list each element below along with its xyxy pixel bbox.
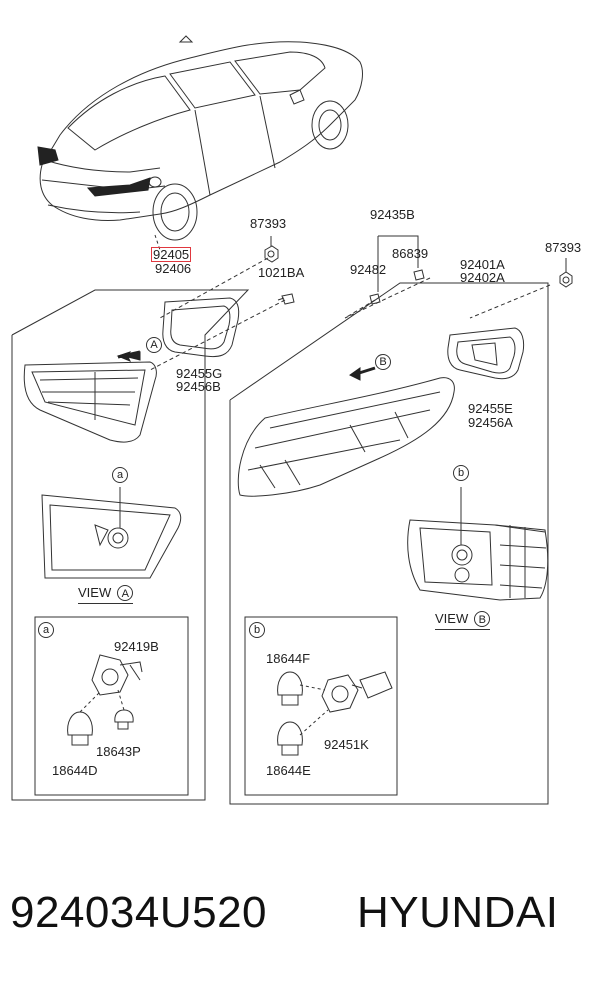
view-a-letter: A	[117, 585, 134, 601]
label-92455g: 92455G	[176, 366, 223, 381]
view-b-word: VIEW	[435, 611, 469, 626]
clip-86839	[413, 269, 425, 281]
callout-box-b: b	[249, 622, 265, 638]
label-92405-highlighted: 92405	[151, 247, 192, 262]
callout-b-upper: B	[375, 354, 391, 370]
label-92456a: 92456A	[468, 415, 513, 430]
callout-a-upper: A	[146, 337, 162, 353]
gasket-92455e	[447, 327, 525, 380]
outer-lamp-drawing	[237, 377, 455, 497]
label-92456b: 92456B	[176, 379, 221, 394]
inner-lamp-drawing	[23, 361, 157, 443]
label-92402a: 92402A	[460, 270, 505, 285]
car-outline-drawing	[39, 35, 363, 241]
label-1021ba: 1021BA	[258, 265, 305, 280]
footer-brand: HYUNDAI	[357, 888, 559, 937]
callout-small-b: b	[453, 465, 469, 481]
gasket-92455g	[162, 297, 240, 358]
label-92451k: 92451K	[324, 737, 369, 752]
label-18643p: 18643P	[96, 744, 141, 759]
sub-box-a	[34, 616, 189, 796]
nut-87393-right	[559, 258, 573, 288]
view-b-underline	[435, 629, 491, 630]
label-18644f: 18644F	[266, 651, 311, 666]
nut-87393-left	[264, 236, 279, 263]
car-tail-lamp-left	[37, 146, 59, 166]
inner-lamp-back-drawing	[41, 487, 182, 579]
callout-small-a: a	[112, 467, 128, 483]
label-92406: 92406	[155, 261, 192, 276]
bulb-socket-b-drawing	[277, 671, 393, 756]
outer-lamp-back-drawing	[407, 487, 549, 601]
label-86839: 86839	[392, 246, 429, 261]
screw-92482	[369, 293, 381, 305]
label-87393-left: 87393	[250, 216, 287, 231]
view-a-caption: VIEW A	[78, 585, 134, 604]
bracket-92435b	[377, 235, 419, 292]
callout-box-a: a	[38, 622, 54, 638]
car-tail-lamp-right	[86, 177, 151, 197]
label-92455e: 92455E	[468, 401, 513, 416]
bolt-1021ba	[277, 293, 295, 305]
label-18644e: 18644E	[266, 763, 311, 778]
view-a-word: VIEW	[78, 585, 112, 600]
label-18644d: 18644D	[52, 763, 98, 778]
view-b-letter: B	[474, 611, 491, 627]
view-a-underline	[78, 603, 134, 604]
label-87393-right: 87393	[545, 240, 582, 255]
footer-part-number: 924034U520	[10, 888, 268, 937]
label-92435b: 92435B	[370, 207, 415, 222]
label-92482: 92482	[350, 262, 387, 277]
view-b-caption: VIEW B	[435, 611, 491, 630]
label-92401a: 92401A	[460, 257, 505, 272]
left-group-frame	[11, 289, 250, 801]
bulb-socket-a-drawing	[67, 654, 143, 746]
label-92419b: 92419B	[114, 639, 159, 654]
sub-box-b	[244, 616, 398, 796]
